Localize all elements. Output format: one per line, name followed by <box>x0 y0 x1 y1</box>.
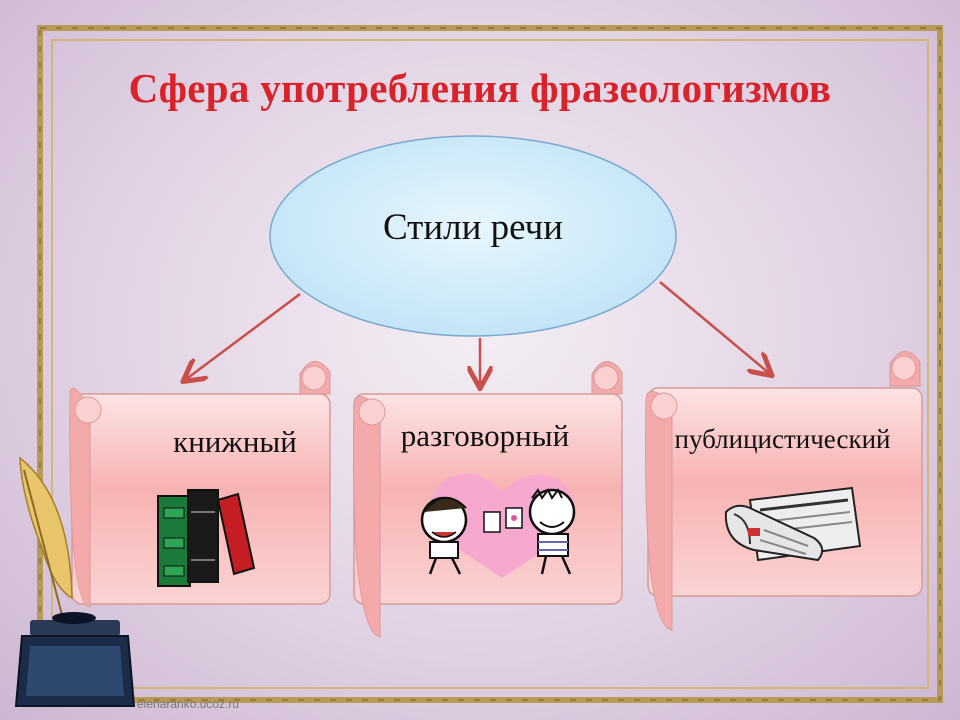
arrow-left <box>185 292 301 380</box>
style-label-colloquial: разговорный <box>400 418 570 453</box>
footer-credit: elenaranko.ucoz.ru <box>137 697 240 711</box>
arrow-right <box>659 281 770 374</box>
arrows <box>185 281 770 386</box>
center-label: Стили речи <box>382 207 564 248</box>
chatting-kids-icon <box>420 474 576 578</box>
center-oval <box>269 135 677 337</box>
style-label-bookish: книжный <box>173 424 297 459</box>
page-title: Сфера употребления фразеологизмов <box>128 65 832 111</box>
books-icon <box>157 489 256 587</box>
gold-frame <box>37 25 943 703</box>
quill-inkwell-icon <box>14 456 136 707</box>
style-label-journalistic: публицистический <box>674 424 891 454</box>
newspaper-icon <box>724 486 862 562</box>
scroll-journalistic <box>645 351 923 631</box>
